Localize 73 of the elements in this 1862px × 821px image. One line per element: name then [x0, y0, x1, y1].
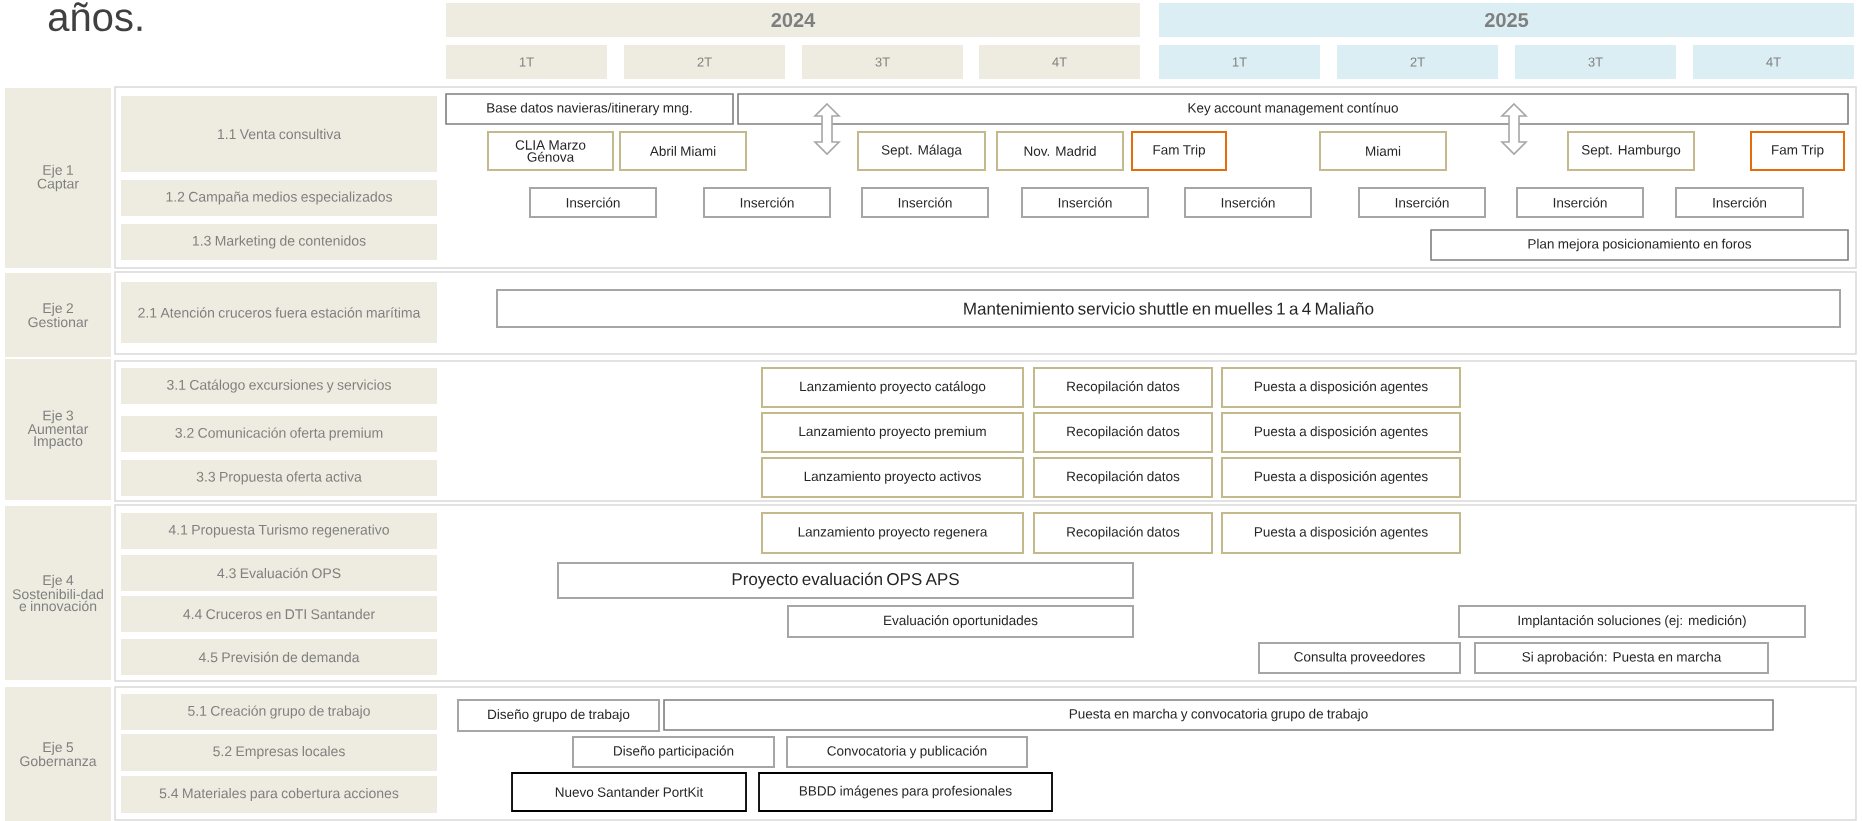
axis-label: Eje 4 Sostenibili-dad e innovación: [5, 506, 111, 680]
event-box: Abril Miami: [619, 131, 747, 171]
event-box: Lanzamiento proyecto catálogo: [761, 367, 1024, 408]
quarter-header: 3T: [1515, 45, 1676, 79]
quarter-header: 4T: [1693, 45, 1854, 79]
year-header: 2025: [1159, 3, 1854, 37]
event-box: Recopilación datos: [1033, 412, 1213, 453]
task-bar: Inserción: [1358, 187, 1486, 218]
row-label: 5.2 Empresas locales: [121, 734, 437, 771]
event-box: Recopilación datos: [1033, 457, 1213, 498]
row-label: 5.1 Creación grupo de trabajo: [121, 694, 437, 730]
event-box: Fam Trip: [1131, 131, 1227, 171]
event-box: CLIA Marzo Génova: [487, 131, 614, 171]
event-box: Lanzamiento proyecto regenera: [761, 512, 1024, 554]
axis-label: Eje 2 Gestionar: [5, 273, 111, 357]
event-box: Nov. Madrid: [996, 131, 1124, 171]
quarter-header: 4T: [979, 45, 1140, 79]
quarter-header: 2T: [1337, 45, 1498, 79]
axis-label: Eje 1 Captar: [5, 88, 111, 268]
row-label: 4.1 Propuesta Turismo regenerativo: [121, 513, 437, 549]
task-bar: Inserción: [1516, 187, 1644, 218]
event-box: Recopilación datos: [1033, 367, 1213, 408]
row-label: 4.4 Cruceros en DTI Santander: [121, 596, 437, 632]
row-label: 5.4 Materiales para cobertura acciones: [121, 776, 437, 813]
row-label: 2.1 Atención cruceros fuera estación marítima: [121, 282, 437, 343]
task-bar: Puesta en marcha y convocatoria grupo de trabajo: [663, 699, 1774, 731]
row-label: 1.3 Marketing de contenidos: [121, 224, 437, 260]
event-box: Puesta a disposición agentes: [1221, 457, 1461, 498]
quarter-header: 1T: [1159, 45, 1320, 79]
quarter-header: 1T: [446, 45, 607, 79]
row-label: 4.3 Evaluación OPS: [121, 555, 437, 591]
axis-label: Eje 5 Gobernanza: [5, 687, 111, 821]
task-bar: Inserción: [1021, 187, 1149, 218]
quarter-header: 2T: [624, 45, 785, 79]
task-bar: Mantenimiento servicio shuttle en muelles 1 a 4 Maliaño: [496, 289, 1841, 328]
event-box: Miami: [1319, 131, 1447, 171]
row-label: 4.5 Previsión de demanda: [121, 639, 437, 675]
title: años.: [48, 2, 142, 32]
task-bar: Inserción: [1184, 187, 1312, 218]
row-label: 3.2 Comunicación oferta premium: [121, 416, 437, 452]
task-bar: Diseño participación: [572, 736, 775, 768]
task-bar: Key account management contínuo: [737, 93, 1849, 125]
task-bar: Inserción: [529, 187, 657, 218]
task-bar: Inserción: [1675, 187, 1804, 218]
event-box: Puesta a disposición agentes: [1221, 367, 1461, 408]
task-bar: Nuevo Santander PortKit: [511, 772, 747, 812]
task-bar: BBDD imágenes para profesionales: [758, 772, 1053, 812]
event-box: Puesta a disposición agentes: [1221, 412, 1461, 453]
task-bar: Consulta proveedores: [1258, 642, 1461, 674]
event-box: Recopilación datos: [1033, 512, 1213, 554]
axis-label: Eje 3 Aumentar Impacto: [5, 359, 111, 500]
task-bar: Base datos navieras/itinerary mng.: [445, 93, 734, 125]
task-bar: Plan mejora posicionamiento en foros: [1430, 229, 1849, 261]
task-bar: Proyecto evaluación OPS APS: [557, 562, 1134, 599]
event-box: Puesta a disposición agentes: [1221, 512, 1461, 554]
event-box: Fam Trip: [1750, 131, 1845, 171]
event-box: Lanzamiento proyecto activos: [761, 457, 1024, 498]
event-box: Sept. Hamburgo: [1567, 131, 1695, 171]
row-label: 1.1 Venta consultiva: [121, 96, 437, 172]
task-bar: Diseño grupo de trabajo: [457, 699, 660, 732]
event-box: Sept. Málaga: [857, 131, 986, 171]
task-bar: Inserción: [703, 187, 831, 218]
quarter-header: 3T: [802, 45, 963, 79]
year-header: 2024: [446, 3, 1140, 37]
task-bar: Convocatoria y publicación: [786, 736, 1028, 768]
task-bar: Inserción: [861, 187, 989, 218]
task-bar: Evaluación oportunidades: [787, 605, 1134, 638]
row-label: 3.1 Catálogo excursiones y servicios: [121, 368, 437, 404]
task-bar: Si aprobación: Puesta en marcha: [1474, 642, 1769, 674]
task-bar: Implantación soluciones (ej: medición): [1458, 605, 1806, 638]
row-label: 1.2 Campaña medios especializados: [121, 180, 437, 216]
row-label: 3.3 Propuesta oferta activa: [121, 460, 437, 496]
event-box: Lanzamiento proyecto premium: [761, 412, 1024, 453]
